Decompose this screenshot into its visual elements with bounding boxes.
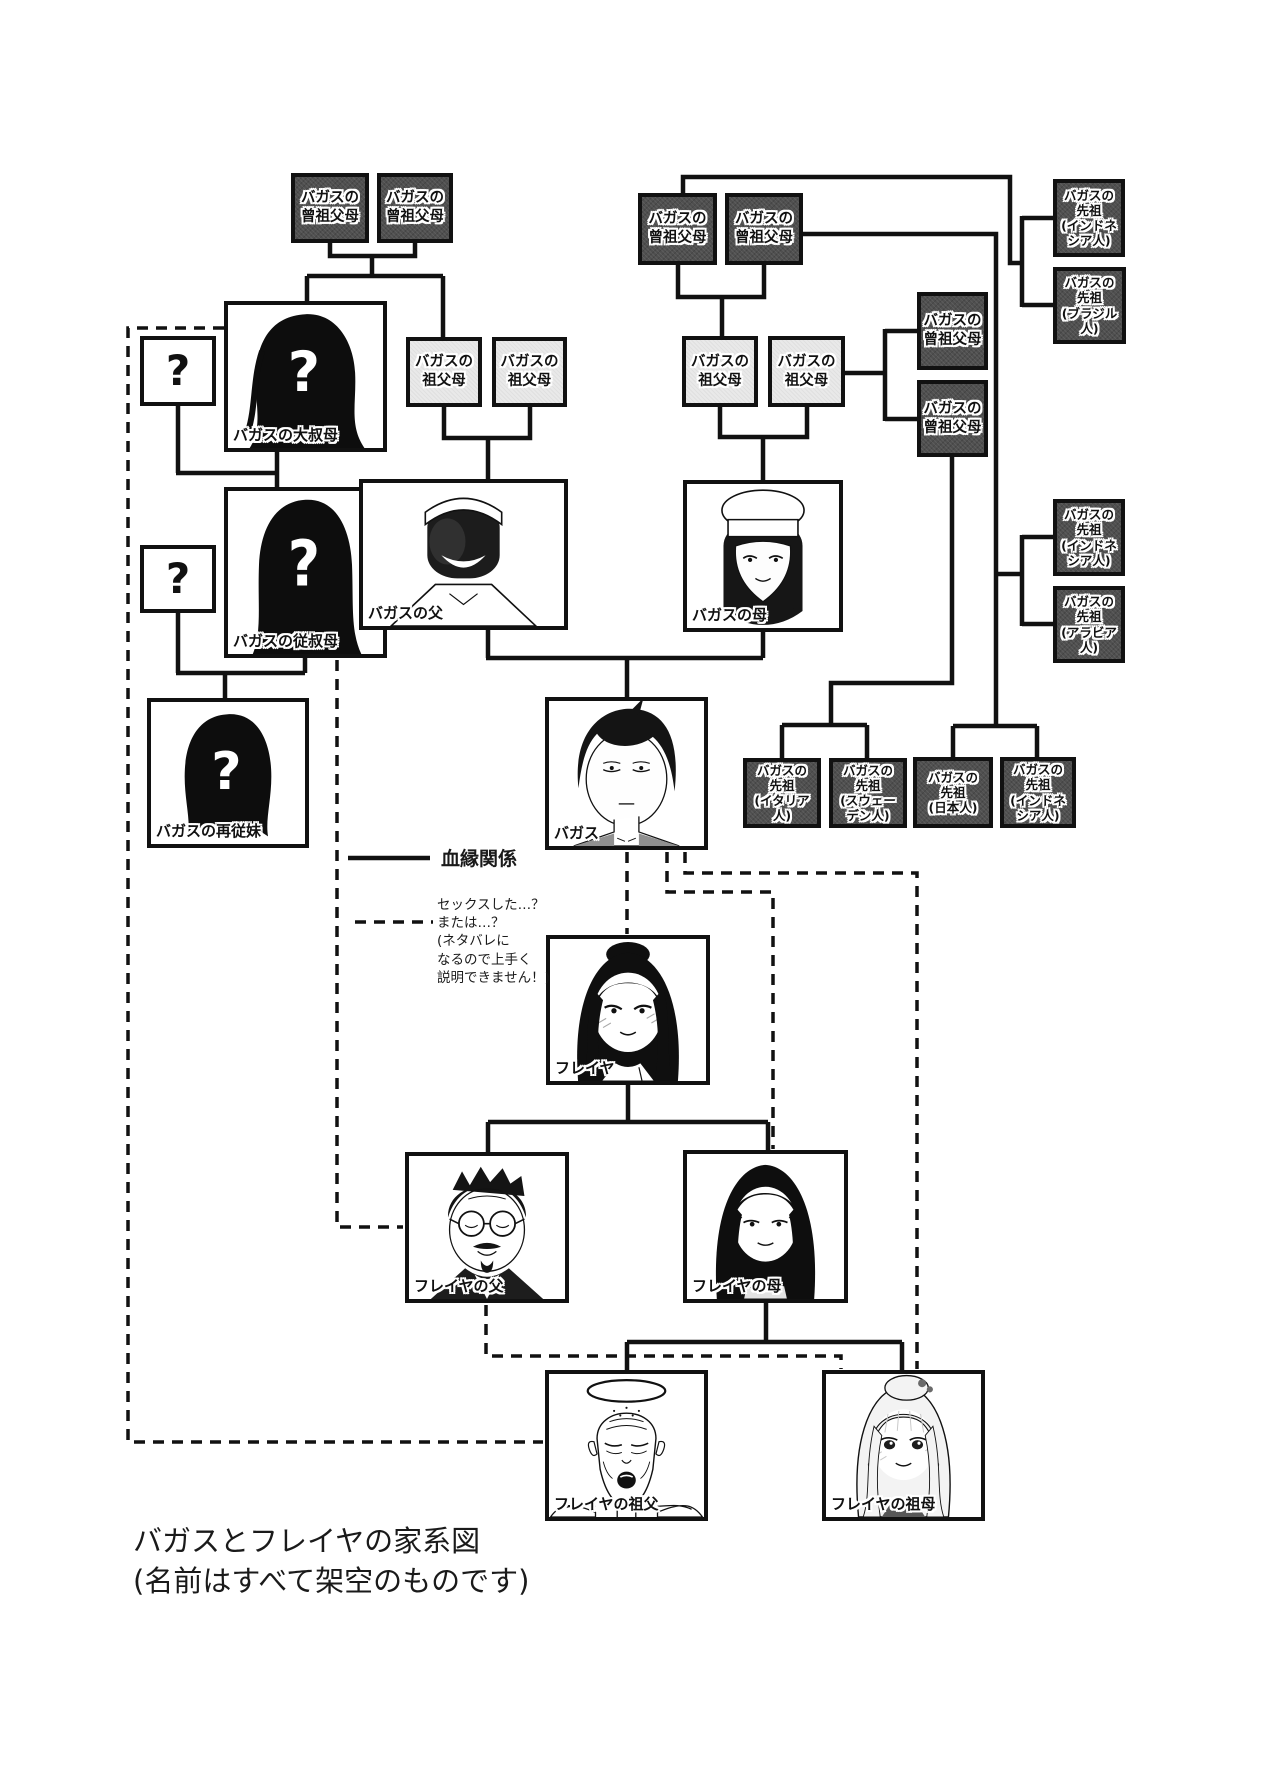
box-label: バガスの 曾祖父母 <box>923 400 982 436</box>
portrait-label: フレイヤの母 <box>692 1277 782 1295</box>
box-label: バガスの 祖父母 <box>500 354 559 389</box>
box-label: バガスの 先祖 (インドネ シア人) <box>1061 187 1117 249</box>
box-label: バガスの 曾祖父母 <box>735 211 793 246</box>
box-grandparents-1: バガスの 祖父母 <box>406 337 482 407</box>
box-ancestor-italian: バガスの 先祖 (イタリア人) <box>743 758 821 828</box>
portrait-freya-grandmother <box>826 1374 981 1517</box>
box-label: バガスの 祖父母 <box>777 353 836 389</box>
box-great-grandparents-4: バガスの 曾祖父母 <box>725 193 803 265</box>
portrait-bagas-mother <box>687 484 839 625</box>
portrait-label: バガス <box>554 824 600 842</box>
relationship-dashed-lines <box>126 326 919 1444</box>
portrait-freya-grandfather <box>549 1374 704 1517</box>
box-great-grandparents-5: バガスの 曾祖父母 <box>917 292 988 370</box>
box-freya-father: フレイヤの父 <box>405 1152 569 1303</box>
box-label: バガスの 先祖 (ブラジル人) <box>1061 275 1118 336</box>
box-bagas-second-cousin: ? バガスの再従妹 <box>147 698 309 848</box>
box-grandparents-2: バガスの 祖父母 <box>492 337 567 407</box>
question-mark: ? <box>165 346 191 395</box>
box-label: バガスの 先祖 (スウェー デン人) <box>840 762 896 824</box>
question-mark: ? <box>165 554 191 603</box>
silhouette-portrait: ? <box>184 714 272 837</box>
portrait-bagas-father <box>363 483 564 626</box>
box-label: バガスの 曾祖父母 <box>923 313 982 348</box>
box-bagas-great-aunt: ? バガスの大叔母 <box>224 301 387 452</box>
portrait-label: フレイヤの祖父 <box>554 1495 659 1513</box>
box-grandparents-4: バガスの 祖父母 <box>768 336 845 407</box>
box-label: バガスの 祖父母 <box>415 354 473 389</box>
box-ancestor-indonesian-mid: バガスの 先祖 (インドネ シア人) <box>1053 499 1125 576</box>
legend-blood-relation-label: 血縁関係 <box>441 848 518 870</box>
portrait-label: バガスの大叔母 <box>233 426 339 444</box>
portrait-freya-father <box>430 1166 544 1299</box>
blood-connector-lines <box>175 174 1053 1372</box>
box-bagas-father: バガスの父 <box>359 479 568 630</box>
svg-text:?: ? <box>211 742 241 802</box>
silhouette-portrait: ? <box>252 499 362 654</box>
box-label: バガスの 曾祖父母 <box>648 211 707 246</box>
box-label: バガスの 曾祖父母 <box>301 190 359 225</box>
box-grandparents-3: バガスの 祖父母 <box>682 336 758 407</box>
legend-dashed-relation-note: セックスした…？ または…？ (ネタバレに なるので上手く 説明できません！) <box>437 897 550 986</box>
portrait-freya <box>577 942 679 1081</box>
box-label: バガスの 先祖 (日本人) <box>927 769 978 816</box>
diagram-caption: バガスとフレイヤの家系図 (名前はすべて架空のものです) <box>133 1524 530 1599</box>
box-great-grandparents-6: バガスの 曾祖父母 <box>917 380 988 457</box>
box-label: バガスの 祖父母 <box>691 353 749 389</box>
box-unknown-partner-2: ? <box>140 545 216 613</box>
box-ancestor-swedish: バガスの 先祖 (スウェー デン人) <box>829 758 907 828</box>
box-label: バガスの 先祖 (インドネ シア人) <box>1061 507 1117 568</box>
silhouette-portrait: ? <box>228 314 365 448</box>
box-bagas-mother: バガスの母 <box>683 480 843 632</box>
portrait-label: フレイヤの祖母 <box>831 1495 936 1513</box>
portrait-label: バガスの母 <box>692 606 768 624</box>
box-ancestor-japanese: バガスの 先祖 (日本人) <box>913 757 993 828</box>
svg-text:?: ? <box>288 340 320 405</box>
portrait-label: バガスの父 <box>368 604 444 622</box>
box-label: バガスの 先祖 (インドネ シア人) <box>1010 762 1066 823</box>
svg-text:?: ? <box>288 528 320 601</box>
portrait-label: フレイヤの父 <box>414 1277 504 1295</box>
box-great-grandparents-2: バガスの 曾祖父母 <box>377 173 453 243</box>
box-great-grandparents-1: バガスの 曾祖父母 <box>291 173 369 243</box>
box-bagas: バガス <box>545 697 708 850</box>
portrait-bagas <box>549 701 704 846</box>
box-ancestor-indonesian-top: バガスの 先祖 (インドネ シア人) <box>1053 179 1125 257</box>
portrait-freya-mother <box>715 1164 816 1299</box>
box-freya-grandfather: フレイヤの祖父 <box>545 1370 708 1521</box>
portrait-label: バガスの再従妹 <box>156 822 262 840</box>
box-great-grandparents-3: バガスの 曾祖父母 <box>638 193 717 265</box>
box-freya-mother: フレイヤの母 <box>683 1150 848 1303</box>
portrait-label: フレイヤ <box>555 1059 615 1077</box>
box-ancestor-indonesian-bottom: バガスの 先祖 (インドネ シア人) <box>1000 757 1076 828</box>
box-unknown-partner-1: ? <box>140 336 216 406</box>
box-label: バガスの 曾祖父母 <box>386 190 444 225</box>
box-label: バガスの 先祖 (イタリア人) <box>754 762 810 824</box>
box-label: バガスの 先祖 (アラビア人) <box>1061 594 1117 655</box>
box-ancestor-arabian: バガスの 先祖 (アラビア人) <box>1053 586 1125 663</box>
box-freya: フレイヤ <box>546 935 710 1085</box>
box-ancestor-brazilian: バガスの 先祖 (ブラジル人) <box>1053 267 1126 344</box>
portrait-label: バガスの従叔母 <box>233 632 339 650</box>
box-freya-grandmother: フレイヤの祖母 <box>822 1370 985 1521</box>
